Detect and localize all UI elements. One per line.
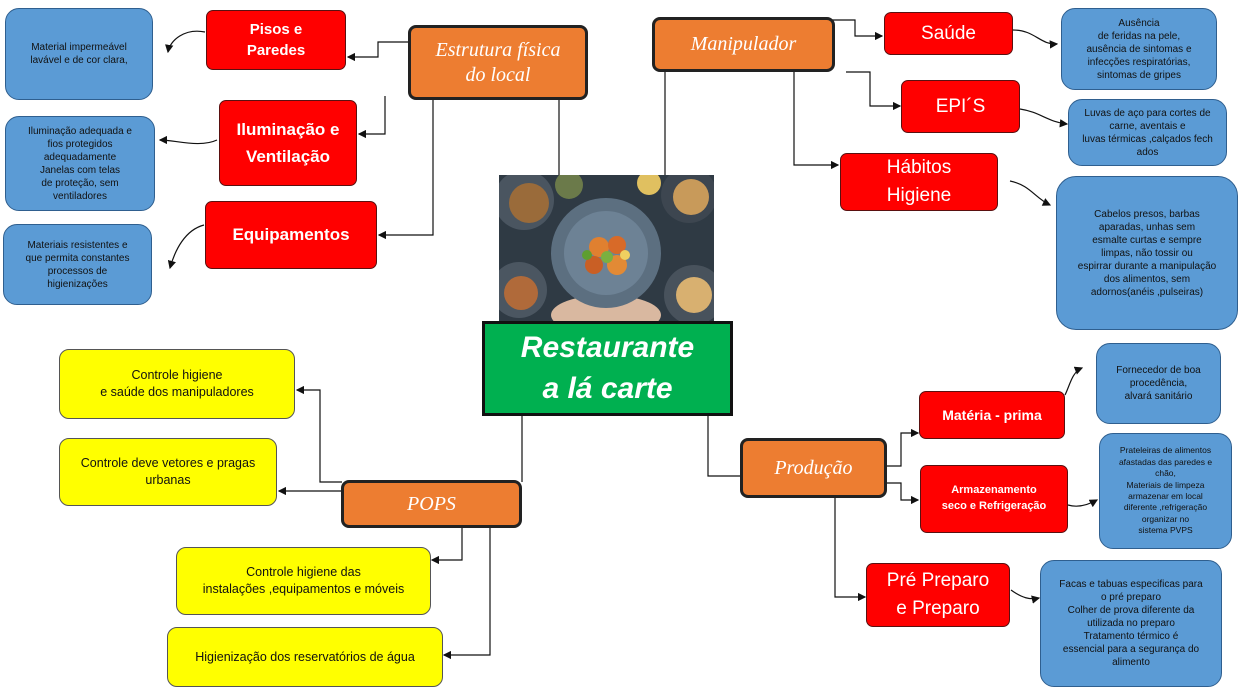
pops-item-4-text: Higienização dos reservatórios de água xyxy=(195,649,415,664)
producao-item-armazenamento: Armazenamento seco e Refrigeração xyxy=(920,465,1068,533)
estrutura-detail-equipamentos-text: Materiais resistentes e que permita cons… xyxy=(25,239,130,290)
estrutura-item-pisos-label: Pisos e Paredes xyxy=(246,21,306,59)
link-estrutura-pisos xyxy=(346,41,409,62)
link-pops-item1 xyxy=(295,385,342,483)
link-pops-item4 xyxy=(442,527,491,660)
producao-detail-materia-text: Fornecedor de boa procedência, alvará sa… xyxy=(1116,365,1201,402)
manipulador-item-habitos: Hábitos Higiene xyxy=(840,153,998,211)
pops-item-4: Higienização dos reservatórios de água xyxy=(167,627,443,687)
link-epis-detail xyxy=(1019,108,1069,128)
manipulador-detail-saude-text: Ausência de feridas na pele, ausência de… xyxy=(1086,17,1192,81)
manipulador-detail-epis-text: Luvas de aço para cortes de carne, avent… xyxy=(1082,107,1213,158)
link-prod-armaz xyxy=(887,482,920,505)
link-habitos-detail xyxy=(1009,180,1052,206)
link-preparo-detail xyxy=(1010,589,1041,604)
pops-item-1-text: Controle higiene e saúde dos manipulador… xyxy=(100,368,254,399)
producao-detail-preparo: Facas e tabuas especificas para o pré pr… xyxy=(1040,560,1222,687)
food-bowl-photo xyxy=(499,175,714,322)
link-prod-preparo xyxy=(834,498,867,602)
branch-manipulador: Manipulador xyxy=(652,17,835,72)
manipulador-item-saude-label: Saúde xyxy=(921,22,976,44)
link-armaz-detail xyxy=(1067,499,1099,508)
link-manip-saude xyxy=(828,19,884,41)
manipulador-detail-habitos: Cabelos presos, barbas aparadas, unhas s… xyxy=(1056,176,1238,330)
producao-item-materia: Matéria - prima xyxy=(919,391,1065,439)
link-prod-materia xyxy=(887,428,920,467)
estrutura-item-pisos: Pisos e Paredes xyxy=(206,10,346,70)
producao-detail-armazenamento-text: Prateleiras de alimentos afastadas das p… xyxy=(1118,445,1213,536)
manipulador-detail-habitos-text: Cabelos presos, barbas aparadas, unhas s… xyxy=(1077,208,1217,298)
estrutura-detail-iluminacao-text: Iluminação adequada e fios protegidos ad… xyxy=(28,125,132,202)
link-equip-detail xyxy=(167,224,205,270)
estrutura-item-iluminacao-label: Iluminação e Ventilação xyxy=(236,119,340,166)
manipulador-detail-epis: Luvas de aço para cortes de carne, avent… xyxy=(1068,99,1227,166)
link-saude-detail xyxy=(1012,29,1059,49)
branch-estrutura: Estrutura física do local xyxy=(408,25,588,100)
link-manip-epis xyxy=(846,71,902,111)
link-manip-habitos xyxy=(793,72,840,170)
manipulador-item-epis-label: EPI´S xyxy=(935,95,986,117)
pops-item-3-text: Controle higiene das instalações ,equipa… xyxy=(202,565,405,596)
link-estrutura-equip xyxy=(377,100,434,240)
manipulador-item-saude: Saúde xyxy=(884,12,1013,55)
branch-producao: Produção xyxy=(740,438,887,498)
pops-item-3: Controle higiene das instalações ,equipa… xyxy=(176,547,431,615)
link-pops-item3 xyxy=(430,527,463,565)
pops-item-2-text: Controle deve vetores e pragas urbanas xyxy=(80,456,256,487)
center-title: Restaurante a lá carte xyxy=(520,331,695,405)
branch-pops-label: POPS xyxy=(407,492,456,515)
manipulador-item-habitos-label: Hábitos Higiene xyxy=(886,157,952,206)
branch-pops: POPS xyxy=(341,480,522,528)
pops-item-2: Controle deve vetores e pragas urbanas xyxy=(59,438,277,506)
producao-item-preparo: Pré Preparo e Preparo xyxy=(866,563,1010,627)
branch-manipulador-label: Manipulador xyxy=(690,33,797,55)
link-estrutura-iluminacao xyxy=(357,96,386,139)
estrutura-detail-pisos: Material impermeável lavável e de cor cl… xyxy=(5,8,153,100)
center-node: Restaurante a lá carte xyxy=(482,321,733,416)
link-materia-detail xyxy=(1064,366,1084,396)
link-ilum-detail xyxy=(158,135,218,145)
manipulador-item-epis: EPI´S xyxy=(901,80,1020,133)
link-pisos-detail xyxy=(165,30,206,54)
estrutura-detail-iluminacao: Iluminação adequada e fios protegidos ad… xyxy=(5,116,155,211)
link-center-producao xyxy=(707,415,741,477)
pops-item-1: Controle higiene e saúde dos manipulador… xyxy=(59,349,295,419)
estrutura-detail-pisos-text: Material impermeável lavável e de cor cl… xyxy=(30,42,128,66)
producao-item-armazenamento-label: Armazenamento seco e Refrigeração xyxy=(941,484,1047,512)
estrutura-item-equipamentos: Equipamentos xyxy=(205,201,377,269)
manipulador-detail-saude: Ausência de feridas na pele, ausência de… xyxy=(1061,8,1217,90)
producao-item-materia-label: Matéria - prima xyxy=(942,407,1042,423)
producao-detail-materia: Fornecedor de boa procedência, alvará sa… xyxy=(1096,343,1221,424)
branch-estrutura-label: Estrutura física do local xyxy=(435,38,561,86)
estrutura-item-equipamentos-label: Equipamentos xyxy=(232,225,350,244)
estrutura-item-iluminacao: Iluminação e Ventilação xyxy=(219,100,357,186)
producao-item-preparo-label: Pré Preparo e Preparo xyxy=(886,570,990,619)
producao-detail-preparo-text: Facas e tabuas especificas para o pré pr… xyxy=(1059,579,1203,668)
estrutura-detail-equipamentos: Materiais resistentes e que permita cons… xyxy=(3,224,152,305)
branch-producao-label: Produção xyxy=(774,456,853,479)
producao-detail-armazenamento: Prateleiras de alimentos afastadas das p… xyxy=(1099,433,1232,549)
